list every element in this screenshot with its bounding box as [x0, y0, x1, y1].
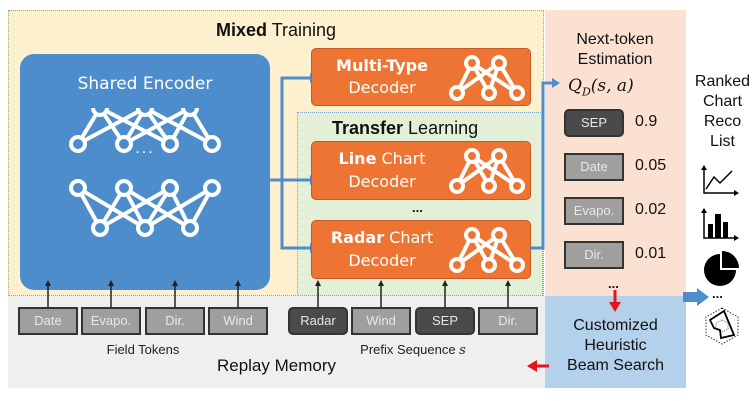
shared-encoder [20, 54, 270, 290]
q-formula: QD(s, a) [568, 76, 634, 98]
pie-chart-icon [704, 251, 739, 286]
red-left-arrow [527, 360, 549, 372]
mixed-training-title: Mixed Training [216, 20, 336, 41]
candidate-prob: 0.9 [635, 113, 658, 130]
field-token: Date [18, 307, 78, 335]
ranked-list-line4: List [710, 133, 735, 150]
line-decoder-label-chart: Chart [376, 149, 426, 168]
beam-search-panel [545, 296, 686, 388]
prefix-token: Dir. [478, 307, 538, 335]
beam-search-line1: Customized [573, 317, 658, 334]
line-chart-icon [701, 165, 739, 196]
bar-chart-icon [701, 208, 739, 241]
red-down-arrow [609, 290, 621, 312]
encoder-network-top [69, 108, 221, 153]
prefix-sequence-var: s [459, 343, 466, 358]
line-chart-decoder: Line Chart Decoder [311, 141, 531, 200]
field-token: Dir. [145, 307, 205, 335]
transfer-learning-title-rest: Learning [403, 118, 479, 138]
candidate-prob: 0.05 [635, 157, 667, 174]
next-token-title: Next-token Estimation [555, 30, 675, 70]
mixed-training-title-bold: Mixed [216, 20, 268, 40]
transfer-learning-title-bold: Transfer [332, 118, 404, 138]
next-token-title-line2: Estimation [577, 51, 653, 68]
blue-right-arrow [683, 288, 709, 306]
field-token: Wind [208, 307, 268, 335]
ranked-list-ellipsis: ... [712, 286, 723, 301]
arrow-to-multitype [270, 76, 310, 182]
q-formula-args: (s, a) [590, 76, 634, 96]
arrow-to-radar [280, 180, 310, 250]
encoder-network-bottom [69, 179, 221, 237]
prefix-token: Radar [288, 307, 348, 335]
transfer-learning-title: Transfer Learning [332, 118, 478, 139]
mixed-training-title-rest: Training [267, 20, 337, 40]
candidate-token: Evapo. [564, 197, 624, 225]
prefix-token: SEP [415, 307, 475, 335]
shared-encoder-label: Shared Encoder [77, 74, 213, 94]
neural-network-icon [449, 55, 525, 101]
input-arrows [45, 280, 511, 308]
prefix-token: Wind [351, 307, 411, 335]
multi-type-decoder-label: Decoder [348, 78, 416, 97]
ranked-list-line1: Ranked [694, 73, 751, 90]
neural-network-icon [449, 148, 525, 194]
candidates-ellipsis: ... [608, 276, 619, 291]
radar-decoder-label-bold: Radar [330, 228, 385, 247]
beam-search-line3: Beam Search [567, 357, 664, 374]
candidate-token: Date [564, 153, 624, 181]
q-formula-sub: D [581, 85, 591, 99]
beam-search-line2: Heuristic [584, 337, 647, 354]
field-tokens-label: Field Tokens [106, 342, 180, 357]
line-decoder-label: Decoder [348, 172, 416, 191]
multi-type-decoder: Multi-Type Decoder [311, 48, 531, 106]
ranked-list-line2: Chart [702, 93, 743, 110]
radar-decoder-label-chart: Chart [384, 228, 434, 247]
ranked-list-title: Ranked Chart Reco List [690, 72, 755, 152]
ranked-list-line3: Reco [703, 113, 742, 130]
prefix-sequence-label-text: Prefix Sequence [360, 342, 460, 357]
decoders-ellipsis: ... [412, 200, 423, 215]
beam-search-label: Customized Heuristic Beam Search [548, 316, 683, 376]
next-token-title-line1: Next-token [576, 31, 654, 48]
neural-network-icon [69, 108, 221, 237]
field-token: Evapo. [81, 307, 141, 335]
decoder-to-estimation-arrow [530, 78, 560, 250]
candidate-token: SEP [564, 109, 624, 137]
radar-decoder-label: Decoder [348, 251, 416, 270]
candidate-prob: 0.02 [635, 201, 667, 218]
radar-chart-decoder: Radar Chart Decoder [311, 220, 531, 279]
encoder-ellipsis: ... [135, 140, 155, 157]
neural-network-icon [449, 227, 525, 273]
multi-type-decoder-label-bold: Multi-Type [336, 56, 428, 75]
line-decoder-label-bold: Line [338, 149, 377, 168]
q-formula-main: Q [568, 76, 582, 96]
replay-memory-label: Replay Memory [216, 356, 337, 375]
candidate-token: Dir. [564, 241, 624, 269]
prefix-sequence-label: Prefix Sequence s [288, 342, 538, 358]
candidate-prob: 0.01 [635, 245, 667, 262]
radar-chart-icon [705, 307, 739, 345]
